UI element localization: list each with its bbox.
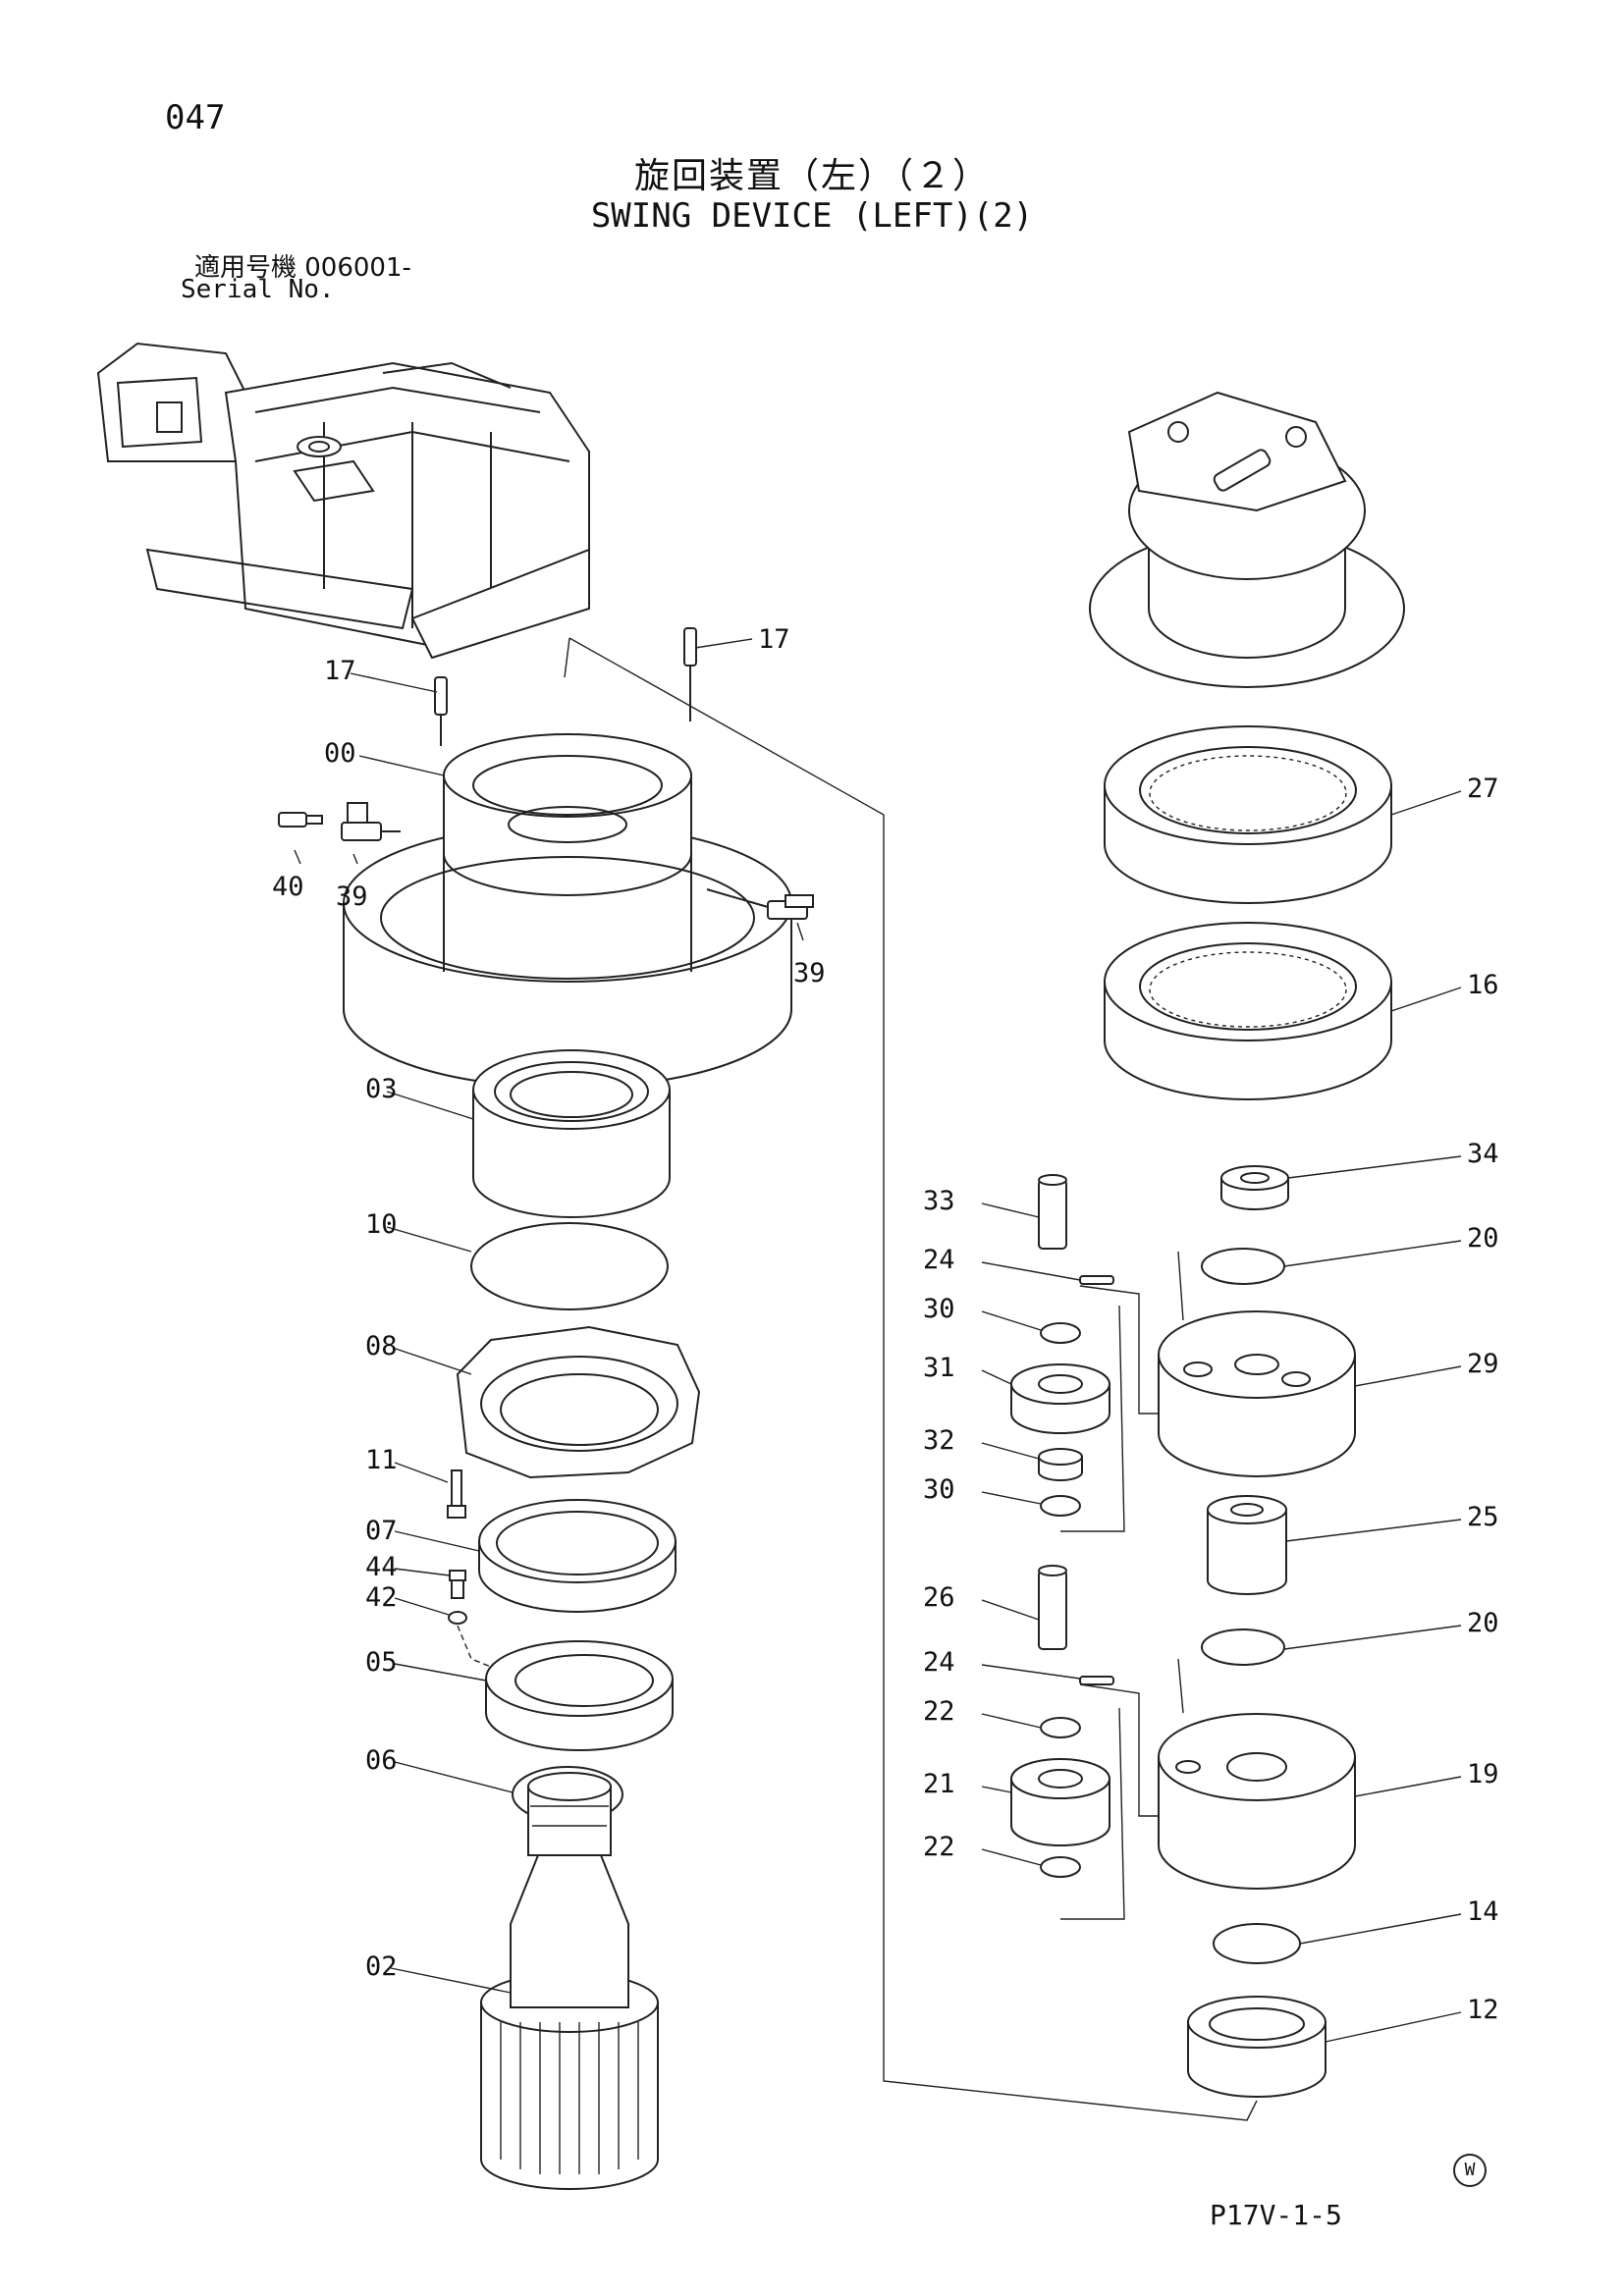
callout-05: 05 (365, 1647, 398, 1678)
part-20-thrust-plate-lower (1201, 1629, 1285, 1666)
callout-20-lower: 20 (1467, 1608, 1499, 1638)
part-07-seal (478, 1499, 677, 1613)
part-22-washer-upper (1040, 1717, 1081, 1738)
part-30-washer-upper (1040, 1322, 1081, 1344)
part-40-fitting (278, 812, 323, 828)
part-02-shaft (480, 1772, 659, 2190)
callout-12: 12 (1467, 1995, 1499, 2025)
part-21-planet-gear (1010, 1758, 1110, 1846)
callout-24-upper: 24 (923, 1245, 955, 1275)
page-code: P17V-1-5 (1210, 2199, 1342, 2231)
callout-39-right: 39 (793, 958, 826, 988)
part-39-sensor-right (706, 888, 814, 920)
part-16-ring-gear (1104, 922, 1392, 1100)
part-27-ring-gear (1104, 725, 1392, 904)
serial-label-japanese: 適用号機 006001- (194, 253, 411, 283)
part-42-washer (448, 1611, 467, 1625)
part-00-housing (343, 733, 792, 1089)
page-title-japanese: 旋回装置（左）（２） (633, 156, 990, 196)
part-12-bearing (1187, 1996, 1326, 2098)
callout-30-upper: 30 (923, 1294, 955, 1324)
callout-39-left: 39 (336, 881, 368, 912)
leader-lines (294, 638, 1462, 2043)
callout-40: 40 (272, 872, 304, 902)
part-22-washer-lower (1040, 1856, 1081, 1878)
page-number: 047 (165, 98, 226, 137)
callout-00: 00 (324, 738, 356, 769)
part-05-ring (485, 1640, 674, 1751)
callout-02: 02 (365, 1951, 398, 1982)
callout-labels: 17 17 00 40 39 39 03 10 08 11 07 44 42 0… (272, 624, 1499, 2025)
callout-22-lower: 22 (923, 1832, 955, 1862)
callout-44: 44 (365, 1552, 398, 1582)
callout-11: 11 (365, 1445, 398, 1475)
page-title: SWING DEVICE (LEFT)(2) (590, 196, 1034, 236)
part-14-snap-ring (1213, 1923, 1301, 1964)
part-30-washer-lower (1040, 1495, 1081, 1517)
callout-25: 25 (1467, 1502, 1499, 1532)
part-24-pin-lower (1079, 1676, 1114, 1685)
part-03-bearing (472, 1049, 671, 1218)
part-44-screw (449, 1570, 466, 1599)
part-19-carrier (1158, 1713, 1356, 1890)
excavator-thumbnail (96, 342, 590, 660)
part-08-plate (456, 1325, 701, 1479)
callout-19: 19 (1467, 1759, 1499, 1789)
callout-22-upper: 22 (923, 1696, 955, 1727)
callout-31: 31 (923, 1353, 955, 1383)
part-17-pin-left (434, 676, 448, 716)
swing-motor-assembly (1089, 391, 1405, 688)
callout-17-right: 17 (758, 624, 790, 655)
callout-42: 42 (365, 1582, 398, 1613)
part-26-pin (1038, 1565, 1067, 1650)
part-34-sun-gear (1220, 1165, 1289, 1210)
callout-17-left: 17 (324, 656, 356, 686)
part-31-planet-gear (1010, 1363, 1110, 1434)
callout-27: 27 (1467, 774, 1499, 804)
part-20-thrust-plate-upper (1201, 1248, 1285, 1285)
w-mark-icon: W (1453, 2154, 1487, 2187)
serial-label: Serial No. (181, 275, 335, 304)
part-39-sensor-left (341, 802, 401, 841)
callout-32: 32 (923, 1425, 955, 1456)
callout-30-lower: 30 (923, 1474, 955, 1505)
callout-07: 07 (365, 1516, 398, 1546)
part-17-pin-right (683, 627, 697, 667)
callout-06: 06 (365, 1745, 398, 1776)
callout-29: 29 (1467, 1349, 1499, 1379)
callout-08: 08 (365, 1331, 398, 1362)
part-25-sun-gear (1207, 1495, 1287, 1595)
callout-10: 10 (365, 1209, 398, 1240)
callout-34: 34 (1467, 1139, 1499, 1169)
callout-03: 03 (365, 1074, 398, 1104)
callout-24-lower: 24 (923, 1647, 955, 1678)
callout-16: 16 (1467, 970, 1499, 1000)
callout-20-upper: 20 (1467, 1223, 1499, 1254)
callout-21: 21 (923, 1769, 955, 1799)
callout-26: 26 (923, 1582, 955, 1613)
callout-14: 14 (1467, 1896, 1499, 1927)
part-24-pin-upper (1079, 1275, 1114, 1285)
part-11-bolt (447, 1469, 466, 1519)
part-10-shim (470, 1222, 669, 1310)
part-29-carrier (1158, 1310, 1356, 1477)
part-32-needle-bearing (1038, 1448, 1083, 1481)
callout-33: 33 (923, 1186, 955, 1216)
part-33-pin (1038, 1174, 1067, 1250)
